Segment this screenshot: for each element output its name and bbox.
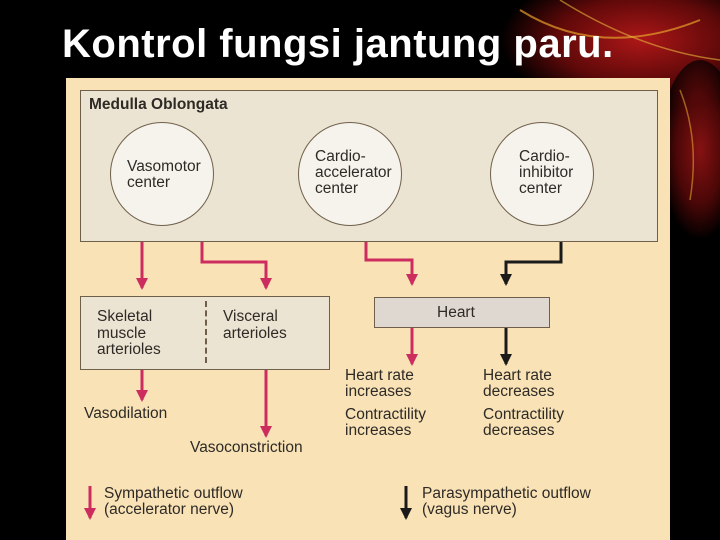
contractility-increases-label: Contractility increases bbox=[345, 406, 426, 439]
visceral-arterioles-label: Visceral arterioles bbox=[223, 308, 287, 342]
vasodilation-label: Vasodilation bbox=[84, 405, 168, 422]
skeletal-arterioles-label: Skeletal muscle arterioles bbox=[97, 308, 161, 358]
cardioinhibitor-center-node: Cardio- inhibitor center bbox=[490, 122, 594, 226]
vasoconstriction-label: Vasoconstriction bbox=[190, 439, 303, 456]
vasomotor-center-label: Vasomotor center bbox=[127, 158, 201, 191]
vasomotor-center-node: Vasomotor center bbox=[110, 122, 214, 226]
slide-title: Kontrol fungsi jantung paru. bbox=[62, 22, 614, 66]
heart-rate-decreases-label: Heart rate decreases bbox=[483, 367, 555, 400]
legend-parasympathetic-label: Parasympathetic outflow (vagus nerve) bbox=[422, 485, 591, 518]
legend-sympathetic-label: Sympathetic outflow (accelerator nerve) bbox=[104, 485, 243, 518]
cardioaccelerator-center-node: Cardio- accelerator center bbox=[298, 122, 402, 226]
diagram-panel: Medulla Oblongata Vasomotor center Cardi… bbox=[66, 78, 670, 540]
arterioles-box: Skeletal muscle arterioles Visceral arte… bbox=[80, 296, 330, 370]
cardioinhibitor-center-label: Cardio- inhibitor center bbox=[519, 148, 574, 197]
heart-box: Heart bbox=[374, 297, 550, 328]
contractility-decreases-label: Contractility decreases bbox=[483, 406, 564, 439]
medulla-label: Medulla Oblongata bbox=[89, 96, 228, 113]
arterioles-divider bbox=[205, 301, 207, 363]
heart-rate-increases-label: Heart rate increases bbox=[345, 367, 414, 400]
cardioaccelerator-center-label: Cardio- accelerator center bbox=[315, 148, 392, 197]
heart-label: Heart bbox=[437, 304, 475, 321]
